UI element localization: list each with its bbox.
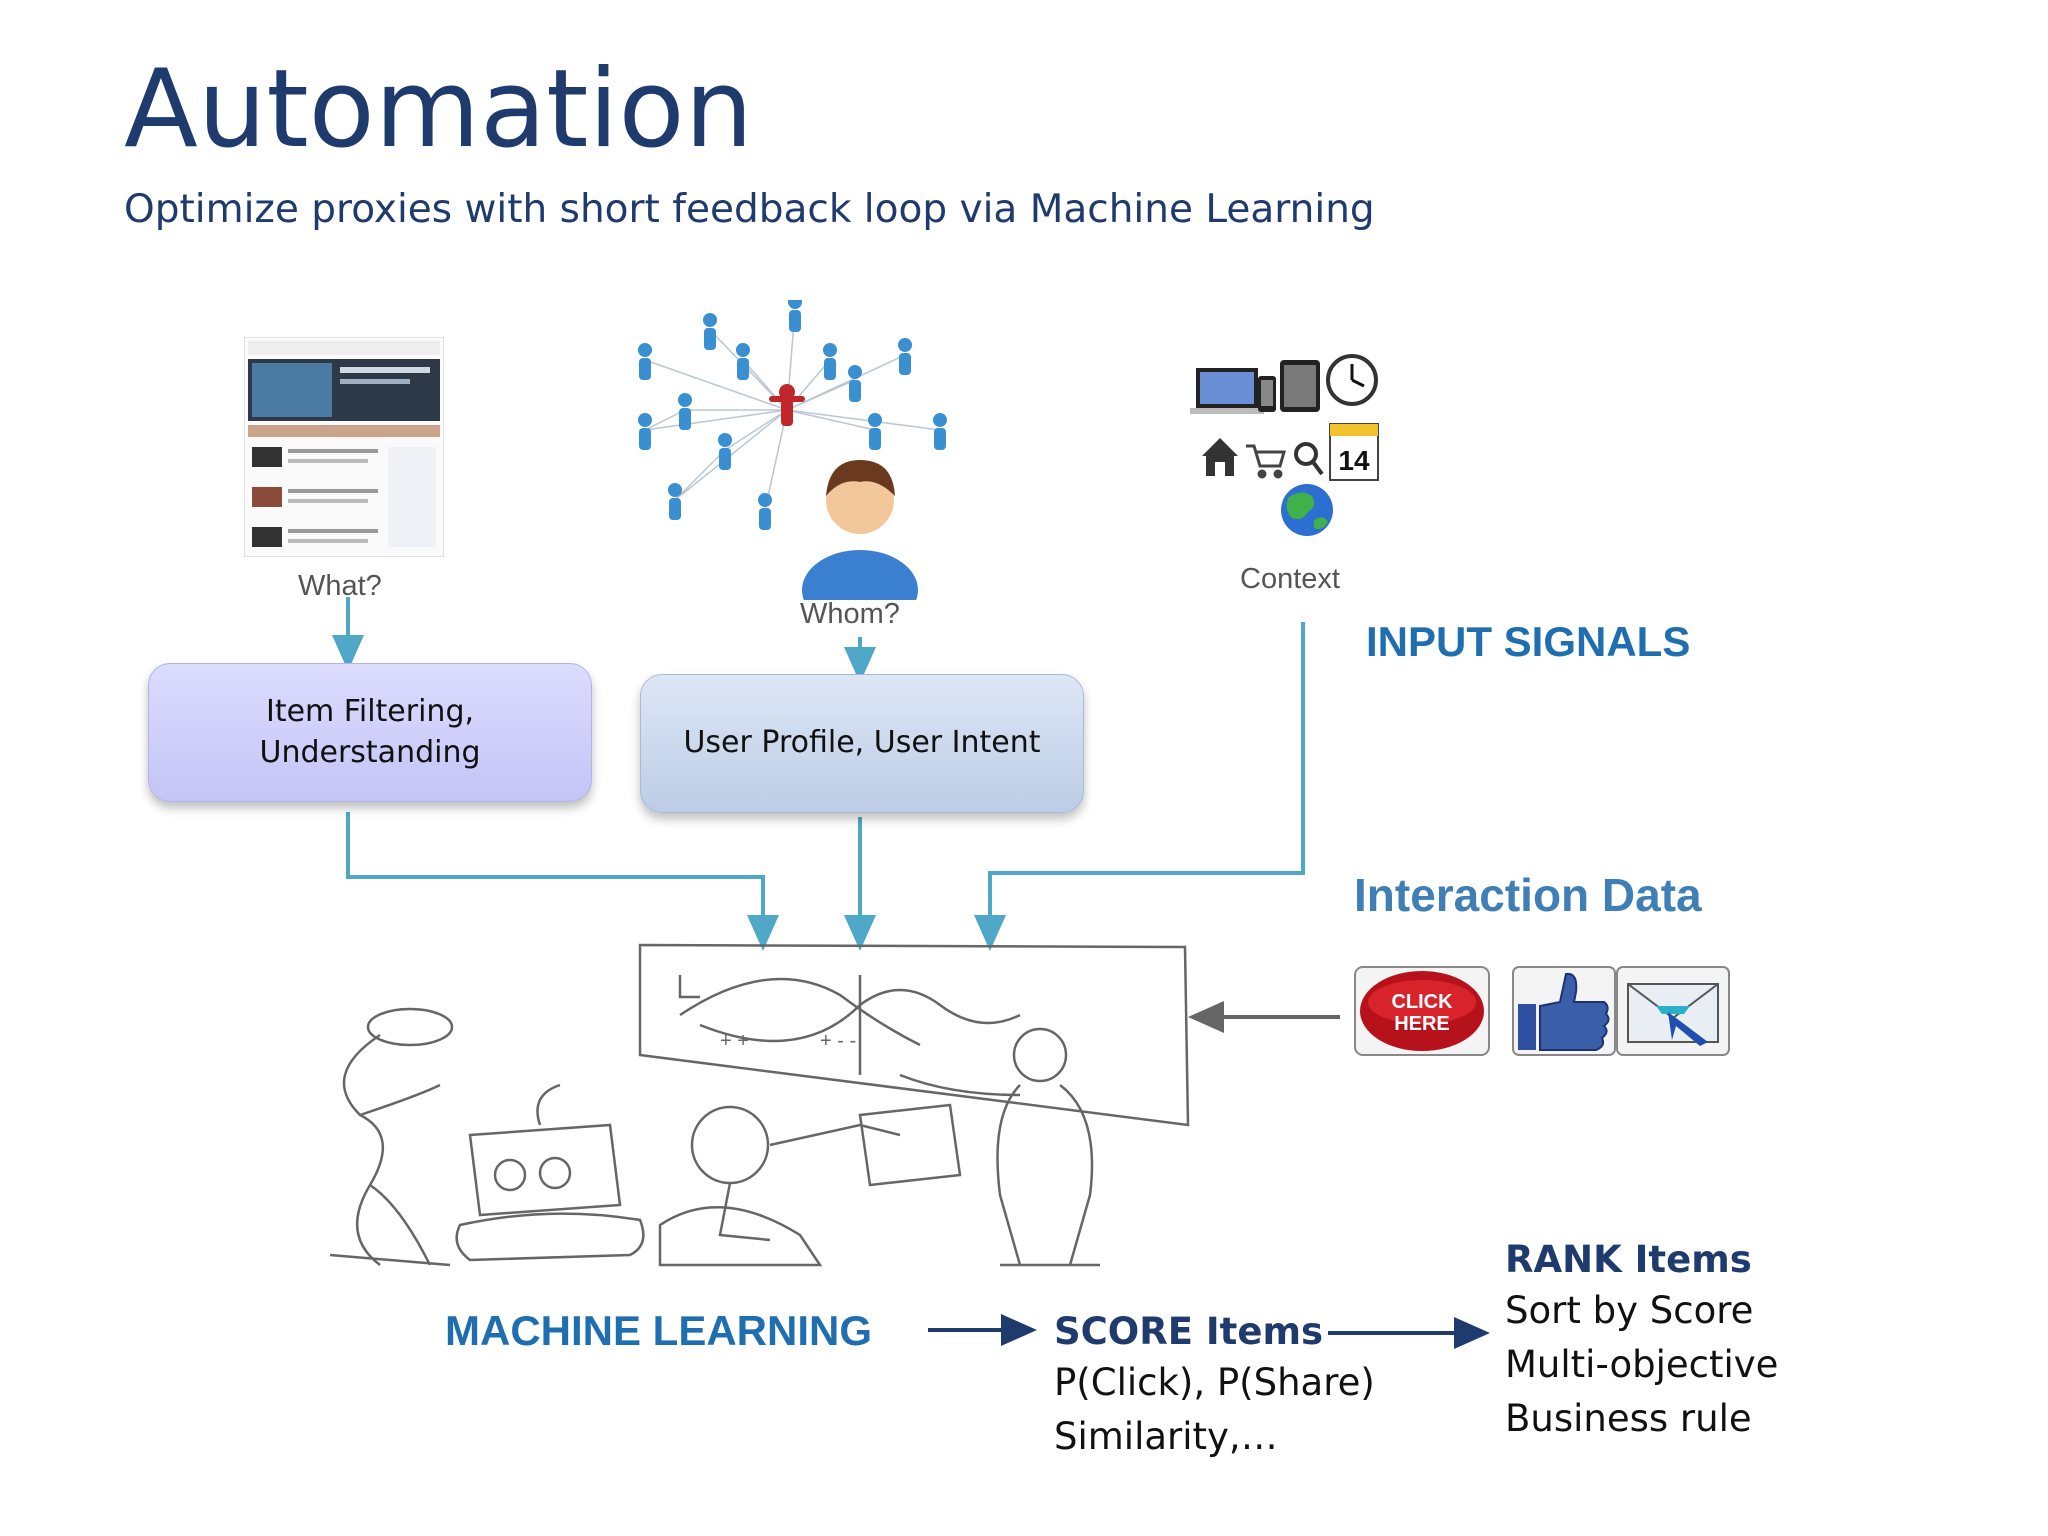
email-share-icon — [1616, 966, 1730, 1056]
rank-items-heading: RANK Items — [1505, 1238, 1752, 1281]
phone-icon — [1258, 376, 1276, 412]
context-caption: Context — [1240, 563, 1340, 595]
item-box-line1: Item Filtering, — [265, 694, 475, 729]
whom-caption: Whom? — [800, 598, 900, 630]
input-signals-label: INPUT SIGNALS — [1366, 618, 1691, 665]
social-network-icon — [638, 300, 947, 600]
cart-icon — [1246, 444, 1286, 479]
svg-text:+ - -: + - - — [820, 1030, 856, 1052]
webpage-thumbnail-icon — [244, 337, 444, 557]
rank-line-3: Business rule — [1505, 1397, 1752, 1440]
item-to-ml-arrow — [346, 812, 779, 951]
page-title: Automation — [124, 47, 754, 172]
rank-line-1: Sort by Score — [1505, 1289, 1754, 1332]
machine-learning-label: MACHINE LEARNING — [445, 1307, 872, 1354]
click-here-icon: CLICK HERE — [1354, 966, 1490, 1056]
machine-learning-sketch: + + + - - — [329, 943, 1190, 1267]
score-line-2: Similarity,… — [1054, 1415, 1278, 1458]
item-filtering-box: Item Filtering, Understanding — [148, 663, 592, 802]
user-profile-label: User Profile, User Intent — [683, 725, 1041, 761]
item-box-line2: Understanding — [259, 734, 481, 770]
calendar-day: 14 — [1338, 445, 1370, 476]
home-icon — [1202, 438, 1238, 476]
magnifier-icon — [1294, 442, 1324, 476]
laptop-icon — [1190, 368, 1264, 414]
click-text-2: HERE — [1394, 1013, 1450, 1035]
thumbs-up-icon — [1512, 966, 1616, 1056]
svg-text:+ +: + + — [720, 1030, 749, 1052]
clock-icon — [1326, 354, 1378, 406]
calendar-icon: 14 — [1329, 423, 1379, 481]
tablet-icon — [1280, 360, 1320, 412]
score-items-heading: SCORE Items — [1054, 1310, 1324, 1353]
rank-line-2: Multi-objective — [1505, 1343, 1779, 1386]
what-caption: What? — [298, 570, 382, 602]
interaction-data-label: Interaction Data — [1354, 869, 1702, 921]
score-line-1: P(Click), P(Share) — [1054, 1361, 1375, 1404]
page-subtitle: Optimize proxies with short feedback loo… — [124, 187, 1375, 232]
context-icons: 14 — [1190, 354, 1379, 536]
user-profile-box: User Profile, User Intent — [640, 674, 1084, 813]
globe-icon — [1281, 484, 1333, 536]
click-text-1: CLICK — [1391, 991, 1453, 1013]
context-to-ml-arrow — [974, 622, 1305, 951]
